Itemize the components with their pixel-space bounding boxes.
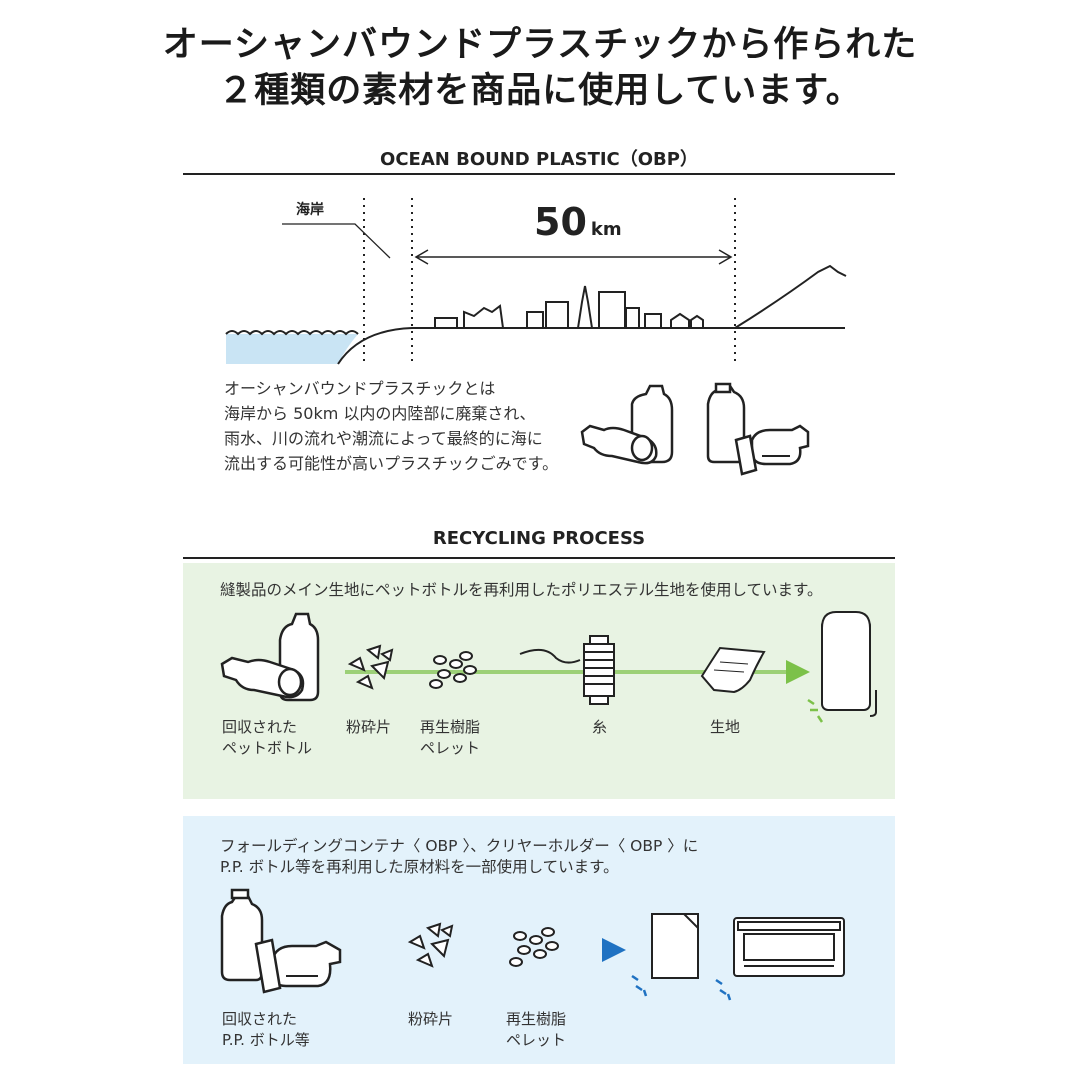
coast-label: 海岸 xyxy=(296,202,324,218)
step-fabric: 生地 xyxy=(710,718,741,736)
coast-pointer xyxy=(282,223,391,259)
city-skyline xyxy=(434,285,704,329)
sparkle-icon xyxy=(807,698,824,723)
step-pellets-green-line2: ペレット xyxy=(420,739,481,757)
step-flakes-green: 粉砕片 xyxy=(346,718,392,736)
step-pellets-blue-line1: 再生樹脂 xyxy=(506,1010,567,1028)
blue-arrow-head xyxy=(602,938,626,962)
step-recycled-pet-line2: ペットボトル xyxy=(222,739,313,757)
obp-description-line4: 流出する可能性が高いプラスチックごみです。 xyxy=(224,454,559,473)
mountain xyxy=(734,264,847,329)
blue-panel-description: フォールディングコンテナ〈 OBP 〉、クリヤーホルダー〈 OBP 〉に P.P… xyxy=(220,834,698,880)
land-line xyxy=(337,327,845,365)
sparkle-icon-blue xyxy=(631,974,732,1001)
sea-water xyxy=(226,334,358,364)
recycled-pp-bottles-icon xyxy=(220,888,342,994)
pellets-icon-blue xyxy=(509,927,559,967)
obp-description-line3: 雨水、川の流れや潮流によって最終的に海に xyxy=(224,429,543,448)
step-recycled-pp-line1: 回収された xyxy=(222,1010,298,1028)
step-pellets-blue: 再生樹脂 ペレット xyxy=(506,1009,566,1051)
flakes-icon-blue xyxy=(407,922,454,968)
step-pellets-green-line1: 再生樹脂 xyxy=(420,718,481,736)
recycling-heading: RECYCLING PROCESS xyxy=(432,528,646,549)
step-flakes-blue: 粉砕片 xyxy=(408,1010,454,1028)
step-thread: 糸 xyxy=(592,718,608,736)
green-arrow-head xyxy=(786,660,810,684)
bag-product-icon xyxy=(821,611,877,717)
page-title-line1: オーシャンバウンドプラスチックから作られた xyxy=(162,25,918,65)
step-recycled-pp: 回収された P.P. ボトル等 xyxy=(222,1009,310,1051)
flakes-icon xyxy=(347,644,394,690)
pet-bottles-icon xyxy=(580,384,674,465)
obp-heading-rule xyxy=(183,173,895,175)
page-title-line2: ２種類の素材を商品に使用しています。 xyxy=(218,71,862,111)
distance-unit: km xyxy=(590,219,622,240)
recycled-pet-bottles-icon xyxy=(220,612,320,702)
step-recycled-pp-line2: P.P. ボトル等 xyxy=(222,1031,310,1049)
obp-description-line2: 海岸から 50km 以内の内陸部に廃棄され、 xyxy=(224,404,536,423)
obp-description-line1: オーシャンバウンドプラスチックとは xyxy=(224,379,496,398)
blue-panel-description-line2: P.P. ボトル等を再利用した原材料を一部使用しています。 xyxy=(220,858,619,876)
obp-heading: OCEAN BOUND PLASTIC（OBP） xyxy=(380,149,698,170)
step-pellets-green: 再生樹脂 ペレット xyxy=(420,717,480,759)
wave-line xyxy=(225,330,359,336)
folding-container-icon xyxy=(733,917,845,977)
thread-spool-icon xyxy=(519,635,615,705)
clear-holder-icon xyxy=(651,913,699,979)
step-pellets-blue-line2: ペレット xyxy=(506,1031,567,1049)
distance-value: 50 xyxy=(534,200,587,244)
fabric-icon xyxy=(700,646,766,694)
step-recycled-pet: 回収された ペットボトル xyxy=(222,717,312,759)
step-recycled-pet-line1: 回収された xyxy=(222,718,298,736)
obp-description: オーシャンバウンドプラスチックとは 海岸から 50km 以内の内陸部に廃棄され、… xyxy=(224,376,558,476)
blue-panel-description-line1: フォールディングコンテナ〈 OBP 〉、クリヤーホルダー〈 OBP 〉に xyxy=(220,837,699,855)
recycling-heading-rule xyxy=(183,557,895,559)
pp-bottles-icon xyxy=(706,382,810,476)
green-panel-description: 縫製品のメイン生地にペットボトルを再利用したポリエステル生地を使用しています。 xyxy=(220,581,823,599)
pellets-icon xyxy=(429,651,477,689)
